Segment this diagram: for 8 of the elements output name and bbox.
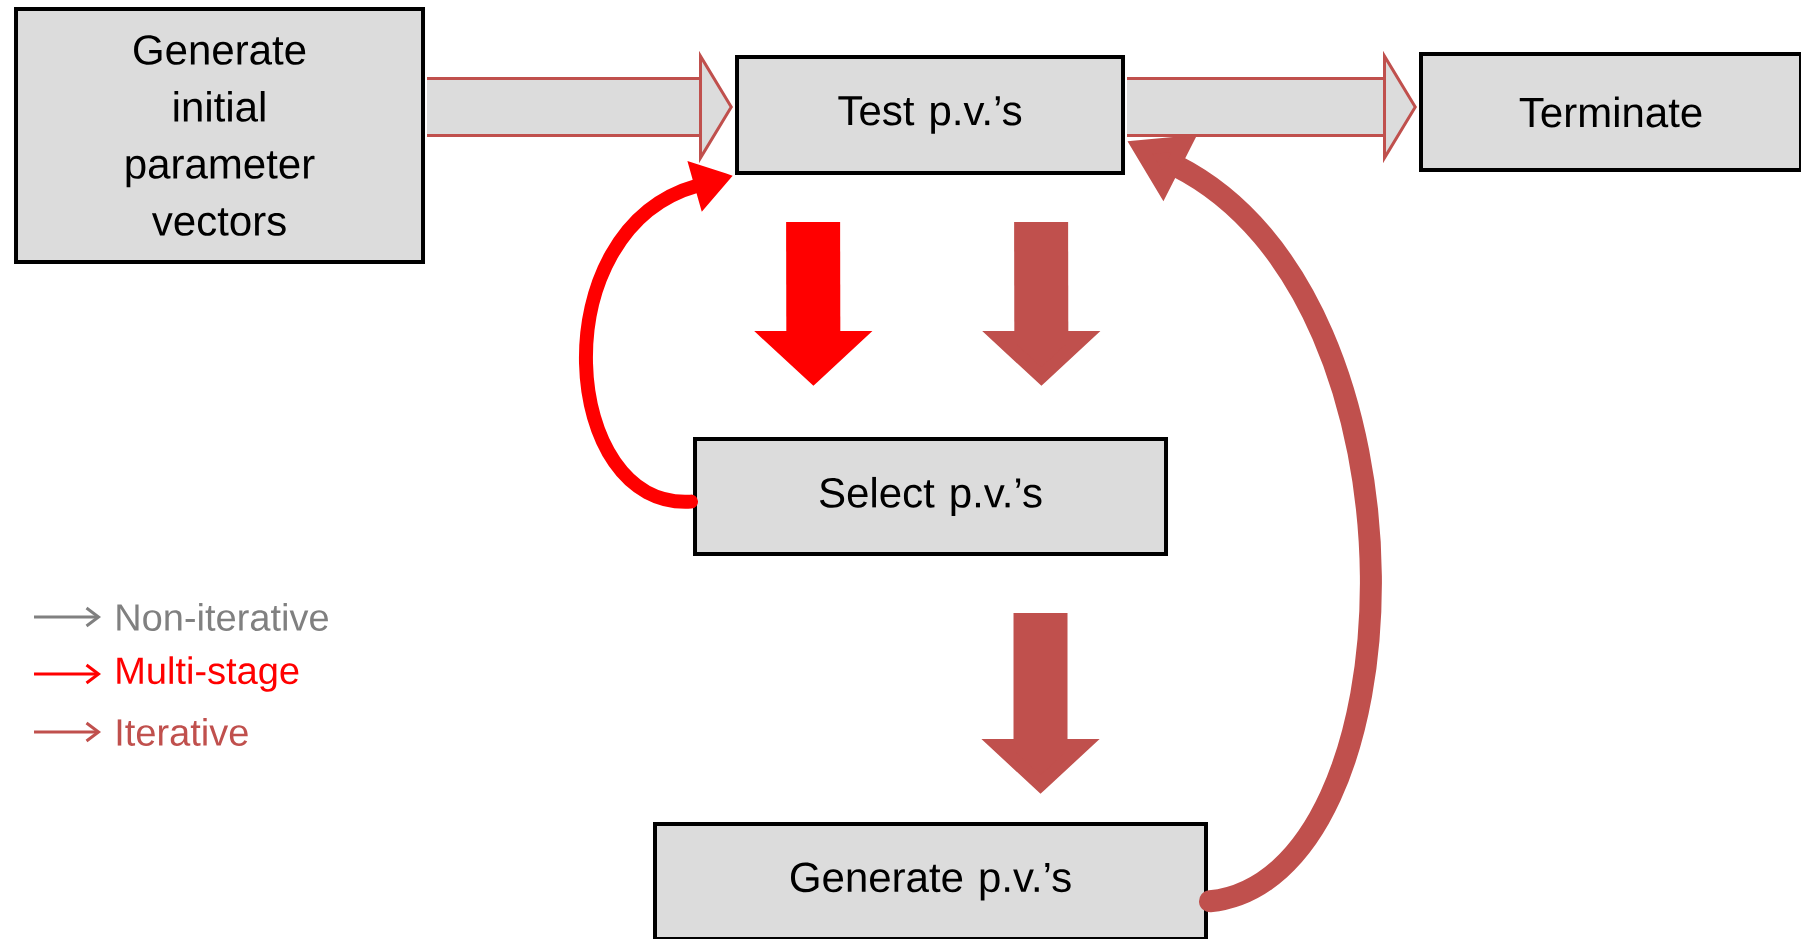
process-box: Terminate (1419, 52, 1801, 172)
legend-label: Non-iterative (117, 603, 328, 631)
legend-label: Multi-stage (117, 656, 299, 692)
process-box: Select p.v.’s (693, 437, 1168, 556)
process-box: Generate initial parameter vectors (14, 7, 425, 264)
legend-label: Iterative (117, 718, 248, 746)
process-box: Generate p.v.’s (653, 822, 1208, 939)
process-box: Test p.v.’s (735, 55, 1125, 175)
